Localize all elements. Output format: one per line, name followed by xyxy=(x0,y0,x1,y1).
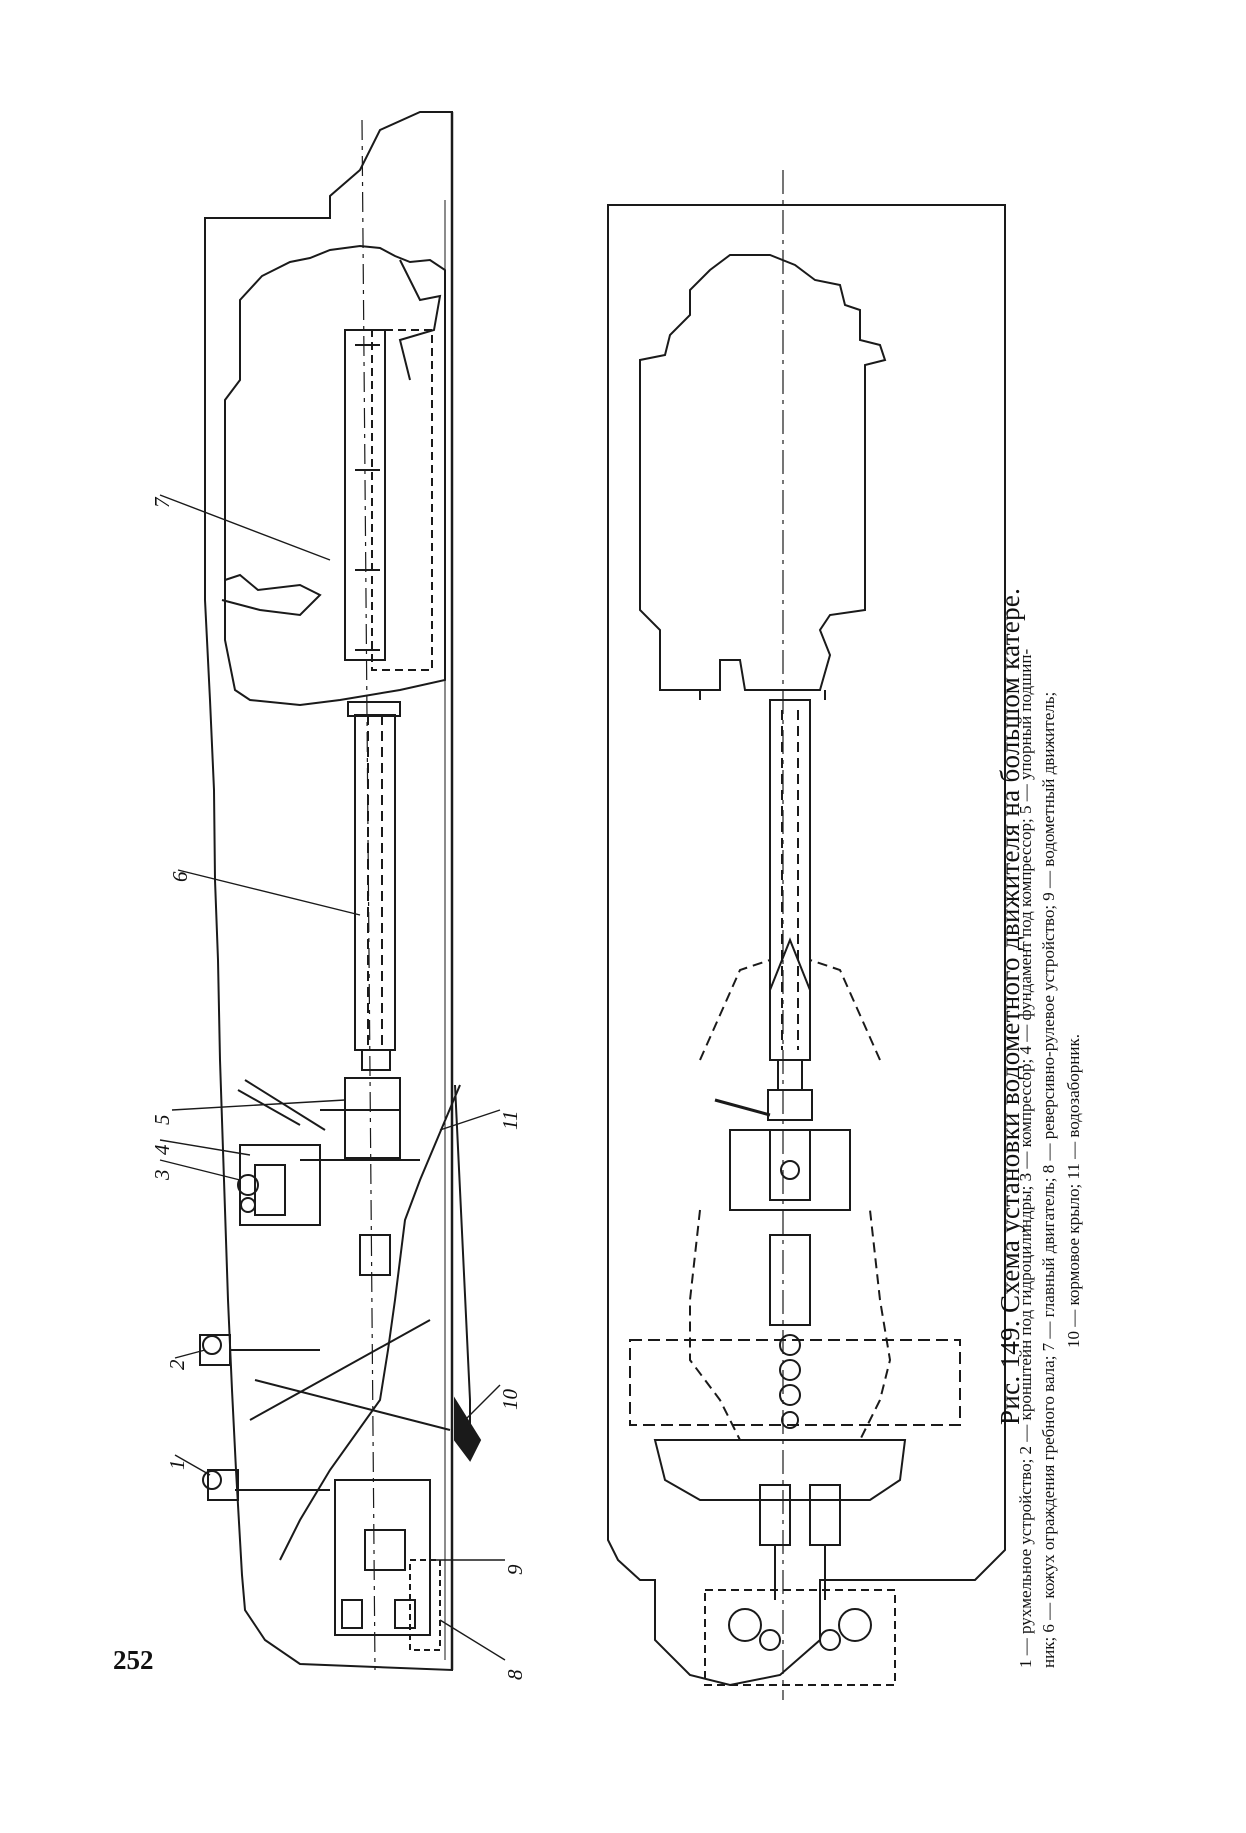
figure-legend-line-2: ник; 6 — кожух ограждения гребного вала;… xyxy=(1039,691,1058,1668)
callout-3: 3 xyxy=(150,1169,174,1181)
figure-legend-line-1: 1 — рухмельное устройство; 2 — кронштейн… xyxy=(1016,648,1035,1668)
callout-8: 8 xyxy=(503,1669,527,1681)
callout-10: 10 xyxy=(498,1389,522,1410)
side-view-hull-outline xyxy=(204,111,453,1672)
page-number: 252 xyxy=(113,1645,154,1675)
shaft-casing-side xyxy=(354,714,396,1051)
plan-view-drawing xyxy=(607,170,1006,1700)
main-engine-plan xyxy=(639,254,887,691)
waterjet-unit-side xyxy=(334,1479,431,1636)
main-engine-side xyxy=(224,244,446,707)
callout-6: 6 xyxy=(168,871,192,883)
callout-2: 2 xyxy=(165,1359,189,1371)
callout-11: 11 xyxy=(498,1110,522,1130)
figure-legend-line-3: 10 — кормовое крыло; 11 — водозаборник. xyxy=(1064,1033,1083,1348)
side-view-drawing xyxy=(159,111,506,1672)
callout-9: 9 xyxy=(503,1564,527,1576)
plan-view-hull-outline xyxy=(607,204,1006,1687)
shaft-casing-plan xyxy=(769,699,811,1061)
callout-5: 5 xyxy=(150,1114,174,1126)
callout-4: 4 xyxy=(150,1144,174,1156)
hydraulic-cylinders-plan xyxy=(704,1484,896,1686)
water-intake-side xyxy=(279,1084,461,1561)
callout-7: 7 xyxy=(150,497,174,509)
callout-1: 1 xyxy=(165,1459,189,1471)
